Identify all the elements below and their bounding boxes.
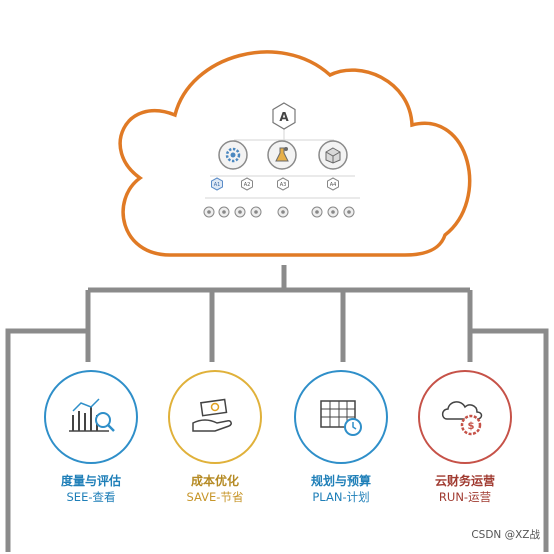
gear-icon — [225, 147, 241, 163]
card-run-title: 云财务运营 — [434, 474, 495, 488]
svg-text:A3: A3 — [280, 182, 287, 188]
card-save-label: 成本优化 SAVE-节省 — [150, 473, 280, 505]
right-branch — [467, 290, 549, 552]
grid-calendar-icon — [320, 400, 362, 436]
cloud-dollar-gear-icon: $ — [441, 401, 483, 436]
lab-flask-icon — [275, 147, 289, 162]
svg-text:A2: A2 — [244, 182, 251, 188]
card-see-title: 度量与评估 — [60, 474, 121, 488]
card-plan-title: 规划与预算 — [310, 474, 371, 488]
card-save — [168, 370, 262, 464]
child-node-2 — [267, 140, 297, 170]
hand-money-icon — [192, 398, 232, 432]
mini-badges: A1 A2 A3 A4 — [211, 177, 339, 191]
top-node-hexagon — [272, 102, 296, 130]
card-see — [44, 370, 138, 464]
svg-text:A1: A1 — [214, 182, 221, 188]
chart-magnifier-icon — [69, 398, 115, 432]
top-node-label: A — [279, 110, 289, 124]
svg-text:A4: A4 — [330, 182, 337, 188]
badge-a1: A1 — [211, 177, 223, 191]
child-node-3 — [318, 140, 348, 170]
card-run-label: 云财务运营 RUN-运营 — [400, 473, 530, 505]
child-node-1 — [218, 140, 248, 170]
card-run: $ — [418, 370, 512, 464]
badge-a3: A3 — [277, 177, 289, 191]
card-see-label: 度量与评估 SEE-查看 — [26, 473, 156, 505]
card-plan — [294, 370, 388, 464]
card-save-subtitle: SAVE-节省 — [186, 490, 244, 504]
watermark: CSDN @XZ战 — [471, 529, 540, 541]
card-save-ring — [168, 370, 262, 464]
badge-a4: A4 — [327, 177, 339, 191]
svg-text:$: $ — [468, 421, 475, 432]
card-plan-label: 规划与预算 PLAN-计划 — [276, 473, 406, 505]
card-see-subtitle: SEE-查看 — [66, 490, 116, 504]
package-box-icon — [325, 147, 341, 164]
left-branch — [5, 290, 91, 552]
card-plan-subtitle: PLAN-计划 — [312, 490, 370, 504]
cloud: A A — [118, 50, 472, 257]
badge-a2: A2 — [241, 177, 253, 191]
card-save-title: 成本优化 — [190, 474, 239, 488]
card-run-subtitle: RUN-运营 — [438, 490, 492, 504]
connector-frame — [5, 265, 549, 552]
